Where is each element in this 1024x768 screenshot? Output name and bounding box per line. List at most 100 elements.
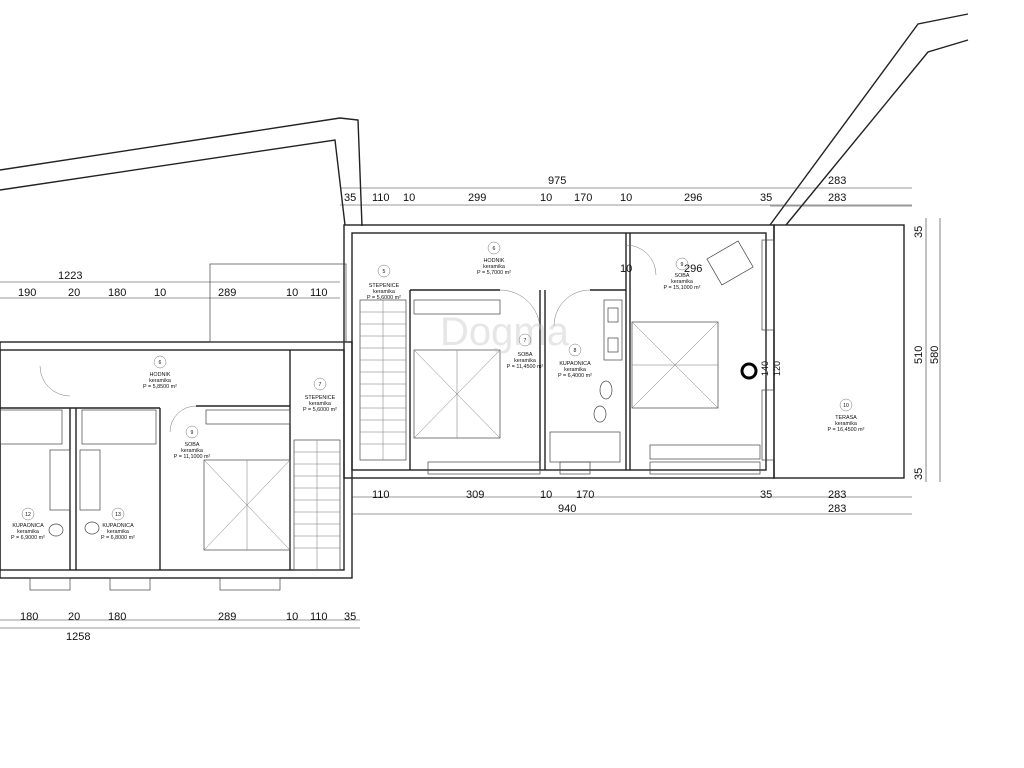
dim-mid-bottom-seg-5: 35 [760, 489, 772, 501]
dim-mid-bottom-seg-3: 10 [540, 489, 552, 501]
room-label-right-9: 9 SOBA keramika P = 15,1000 m² [664, 257, 701, 291]
svg-text:keramika: keramika [107, 529, 129, 535]
dimension-inner: 10 296 140 120 [620, 263, 782, 376]
svg-text:keramika: keramika [17, 529, 39, 535]
dim-top-seg-3: 10 [403, 192, 415, 204]
svg-text:9: 9 [681, 262, 684, 268]
dim-left-top-seg-4: 10 [154, 287, 166, 299]
room-label-left-13: 13 KUPAONICA keramika P = 6,8000 m² [101, 507, 135, 541]
dim-left-bottom-seg-6: 110 [310, 611, 328, 623]
site-outline [0, 13, 969, 227]
svg-text:6: 6 [493, 246, 496, 252]
svg-text:keramika: keramika [309, 401, 331, 407]
svg-text:HODNIK: HODNIK [150, 372, 171, 378]
dim-left-top-seg-6: 10 [286, 287, 298, 299]
svg-text:keramika: keramika [835, 421, 857, 427]
room-label-left-7: 7 STEPENICE keramika P = 5,6000 m² [303, 377, 337, 413]
svg-text:keramika: keramika [483, 264, 505, 270]
svg-text:7: 7 [319, 382, 322, 388]
svg-text:P = 16,4500 m²: P = 16,4500 m² [828, 427, 865, 433]
svg-text:SOBA: SOBA [518, 352, 533, 358]
bed-left-room-9 [203, 459, 291, 551]
svg-text:P = 5,8500 m²: P = 5,8500 m² [143, 384, 177, 390]
dim-inner-a: 10 [620, 263, 632, 275]
dim-top-seg-1: 35 [344, 192, 356, 204]
svg-text:TERASA: TERASA [835, 415, 857, 421]
svg-text:P = 5,7000 m²: P = 5,7000 m² [477, 270, 511, 276]
svg-text:keramika: keramika [514, 358, 536, 364]
dim-left-bottom-seg-2: 20 [68, 611, 80, 623]
dim-left-bottom-seg-1: 180 [20, 611, 38, 623]
svg-text:P = 5,6000 m²: P = 5,6000 m² [303, 407, 337, 413]
room-label-left-9: 9 SOBA keramika P = 11,1000 m² [174, 425, 211, 460]
dim-mid-bottom-seg-4: 170 [576, 489, 594, 501]
svg-text:keramika: keramika [181, 448, 203, 454]
dimension-top: 975 35 110 10 299 10 170 10 296 35 283 2… [340, 175, 912, 207]
dim-right-outer: 580 [929, 346, 941, 364]
svg-text:KUPAONICA: KUPAONICA [102, 523, 134, 529]
dim-top-seg-9: 35 [760, 192, 772, 204]
svg-text:STEPENICE: STEPENICE [369, 283, 400, 289]
left-unit-walls [0, 263, 353, 591]
bathroom-8-fixtures [549, 299, 623, 463]
dimension-right: 35 510 580 35 [913, 218, 941, 482]
dim-terrace-bottom-b: 283 [828, 503, 846, 515]
svg-text:P = 11,4500 m²: P = 11,4500 m² [507, 364, 544, 370]
dim-top-seg-5: 10 [540, 192, 552, 204]
svg-text:STEPENICE: STEPENICE [305, 395, 336, 401]
dim-top-seg-7: 10 [620, 192, 632, 204]
dim-left-top-seg-3: 180 [108, 287, 126, 299]
svg-text:7: 7 [524, 338, 527, 344]
dim-right-mid: 510 [913, 346, 925, 364]
svg-text:SOBA: SOBA [675, 273, 690, 279]
room-label-right-10: 10 TERASA keramika P = 16,4500 m² [828, 398, 865, 433]
room-label-right-5: 5 STEPENICE keramika P = 5,6000 m² [367, 264, 401, 301]
watermark: Dogma [440, 310, 570, 354]
dim-terrace-bottom-a: 283 [828, 489, 846, 501]
svg-text:SOBA: SOBA [185, 442, 200, 448]
svg-text:P = 15,1000 m²: P = 15,1000 m² [664, 285, 701, 291]
dim-mid-bottom-seg-1: 110 [372, 489, 390, 501]
dim-terrace-top-a: 283 [828, 175, 846, 187]
dim-right-lower: 35 [913, 468, 925, 480]
svg-text:KUPAONICA: KUPAONICA [12, 523, 44, 529]
dim-door-b: 120 [772, 361, 782, 376]
room-label-left-12: 12 KUPAONICA keramika P = 6,9000 m² [11, 507, 45, 541]
room-label-right-8: 8 KUPAONICA keramika P = 6,4000 m² [558, 343, 592, 379]
svg-text:10: 10 [843, 403, 849, 409]
svg-text:13: 13 [115, 512, 121, 518]
svg-text:P = 6,8000 m²: P = 6,8000 m² [101, 535, 135, 541]
dim-top-overall: 975 [548, 175, 566, 187]
dim-left-top-seg-7: 110 [310, 287, 328, 299]
svg-text:P = 6,4000 m²: P = 6,4000 m² [558, 373, 592, 379]
bed-room-7 [413, 299, 501, 439]
svg-text:P = 5,6000 m²: P = 5,6000 m² [367, 295, 401, 301]
stairs-left [293, 439, 341, 571]
svg-text:KUPAONICA: KUPAONICA [559, 361, 591, 367]
dim-top-seg-6: 170 [574, 192, 592, 204]
svg-text:6: 6 [159, 360, 162, 366]
svg-text:keramika: keramika [671, 279, 693, 285]
dim-left-top-seg-5: 289 [218, 287, 236, 299]
svg-text:keramika: keramika [149, 378, 171, 384]
svg-text:P = 11,1000 m²: P = 11,1000 m² [174, 454, 211, 460]
svg-text:12: 12 [25, 512, 31, 518]
bed-room-9 [631, 240, 761, 460]
svg-text:8: 8 [574, 348, 577, 354]
dim-left-bottom-seg-5: 10 [286, 611, 298, 623]
svg-text:HODNIK: HODNIK [484, 258, 505, 264]
dim-left-bottom-seg-3: 180 [108, 611, 126, 623]
svg-text:keramika: keramika [373, 289, 395, 295]
svg-text:5: 5 [383, 269, 386, 275]
dim-left-bottom-seg-4: 289 [218, 611, 236, 623]
svg-text:9: 9 [191, 430, 194, 436]
entry-marker [740, 362, 758, 380]
dimension-left-bottom: 180 20 180 289 10 110 35 1258 [0, 611, 360, 643]
dim-top-seg-8: 296 [684, 192, 702, 204]
dim-top-seg-2: 110 [372, 192, 390, 204]
dim-left-bottom-overall: 1258 [66, 631, 90, 643]
dim-left-top-seg-1: 190 [18, 287, 36, 299]
dim-left-bottom-seg-7: 35 [344, 611, 356, 623]
room-label-left-6: 6 HODNIK keramika P = 5,8500 m² [143, 355, 177, 390]
